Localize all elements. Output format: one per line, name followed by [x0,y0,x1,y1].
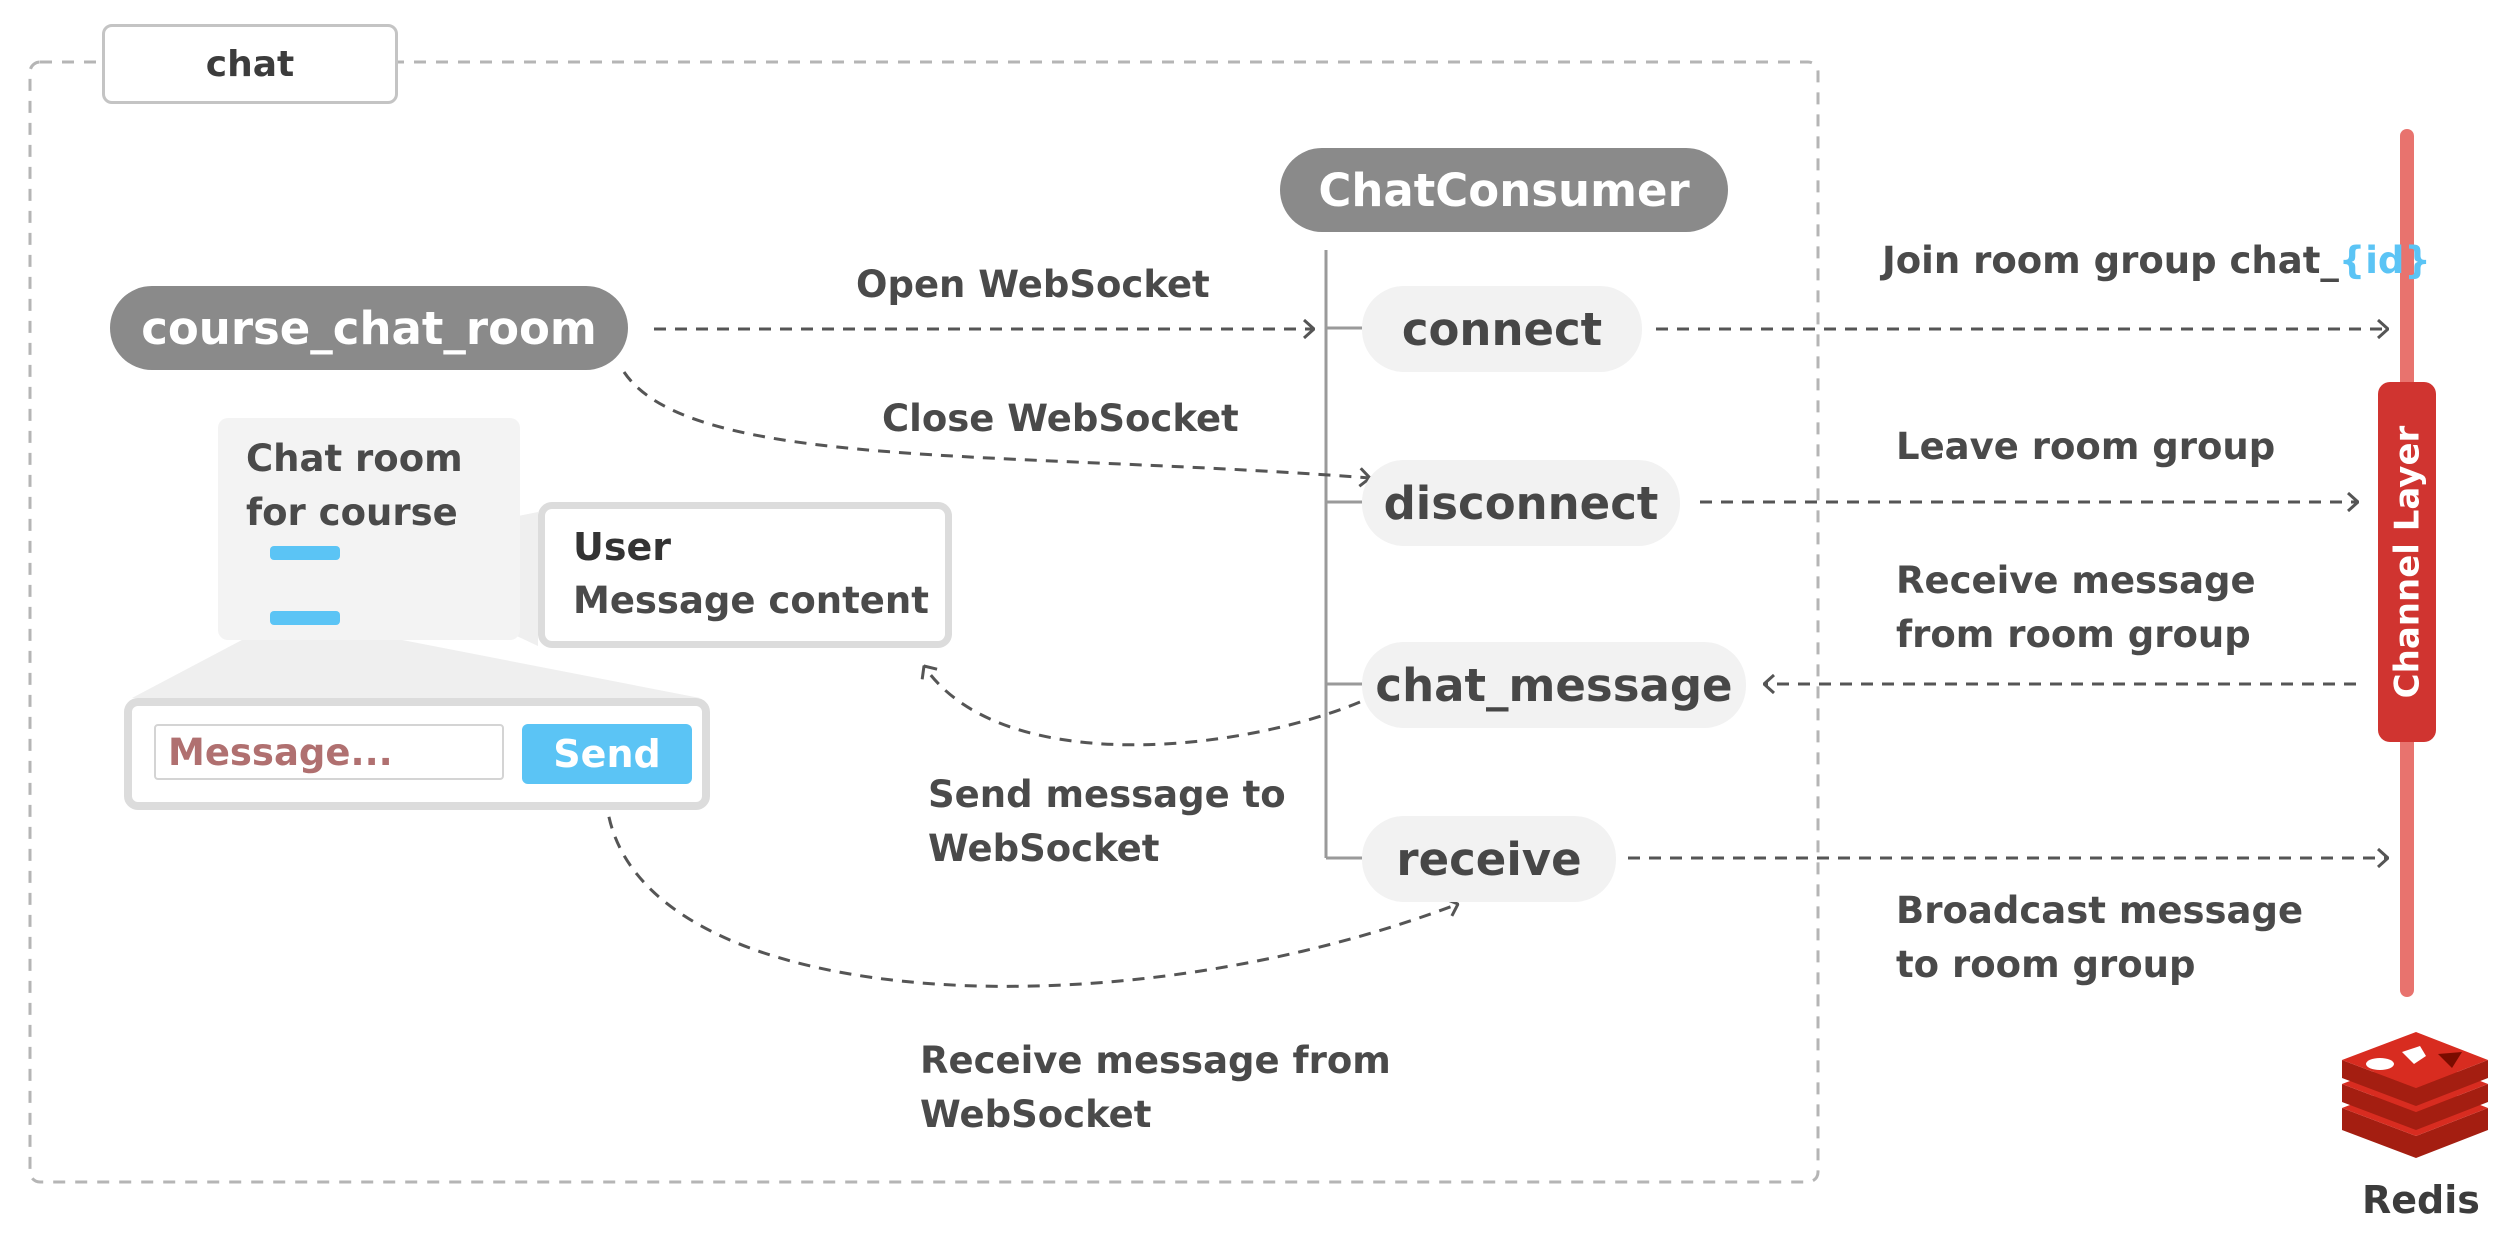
redis-label: Redis [2362,1178,2480,1222]
chat-form: Send [124,698,710,810]
label-receive-from-group-1: Receive message [1896,559,2256,602]
chat-room-card: Chat room for course [218,418,520,640]
chat-room-title-line1: Chat room [246,437,463,480]
chat-room-title-line2: for course [246,491,458,534]
message-content: Message content [573,579,929,622]
arrow-send-to-websocket [924,666,1361,747]
arrow-close-websocket [622,371,1370,478]
label-broadcast-1: Broadcast message [1896,889,2304,932]
label-receive-from-group-2: from room group [1896,613,2251,656]
message-bar [270,546,340,560]
module-boundary [28,60,1820,1184]
label-open-websocket: Open WebSocket [856,263,1210,306]
message-user: User [573,525,671,569]
arrow-receive-from-websocket [604,795,1458,988]
method-disconnect: disconnect [1362,460,1680,546]
channel-layer-label: Channel Layer [2387,425,2427,699]
channel-layer-badge: Channel Layer [2378,382,2436,742]
message-card: User Message content [538,502,952,648]
send-button[interactable]: Send [522,724,692,784]
label-join-room-group-text: Join room group chat_ [1882,239,2339,282]
consumer-bracket [1324,250,1362,860]
label-send-to-websocket-1: Send message to [928,773,1286,816]
label-close-websocket: Close WebSocket [882,397,1239,440]
message-bar [270,611,340,625]
method-chat-message: chat_message [1362,642,1746,728]
connector-form [132,622,700,698]
label-leave-room-group: Leave room group [1896,425,2276,468]
redis-logo-icon [2342,1032,2488,1158]
message-input[interactable] [154,724,504,780]
consumer-chatconsumer: ChatConsumer [1280,148,1728,232]
label-join-room-group: Join room group chat_{id} [1882,234,2431,288]
method-connect: connect [1362,286,1642,372]
label-receive-from-websocket-1: Receive message from [920,1039,1391,1082]
label-receive-from-websocket-2: WebSocket [920,1093,1152,1136]
module-tab-chat: chat [102,24,398,104]
method-receive: receive [1362,816,1616,902]
view-course-chat-room: course_chat_room [110,286,628,370]
label-send-to-websocket-2: WebSocket [928,827,1160,870]
label-broadcast-2: to room group [1896,943,2196,986]
label-join-room-group-id: {id} [2338,239,2431,282]
